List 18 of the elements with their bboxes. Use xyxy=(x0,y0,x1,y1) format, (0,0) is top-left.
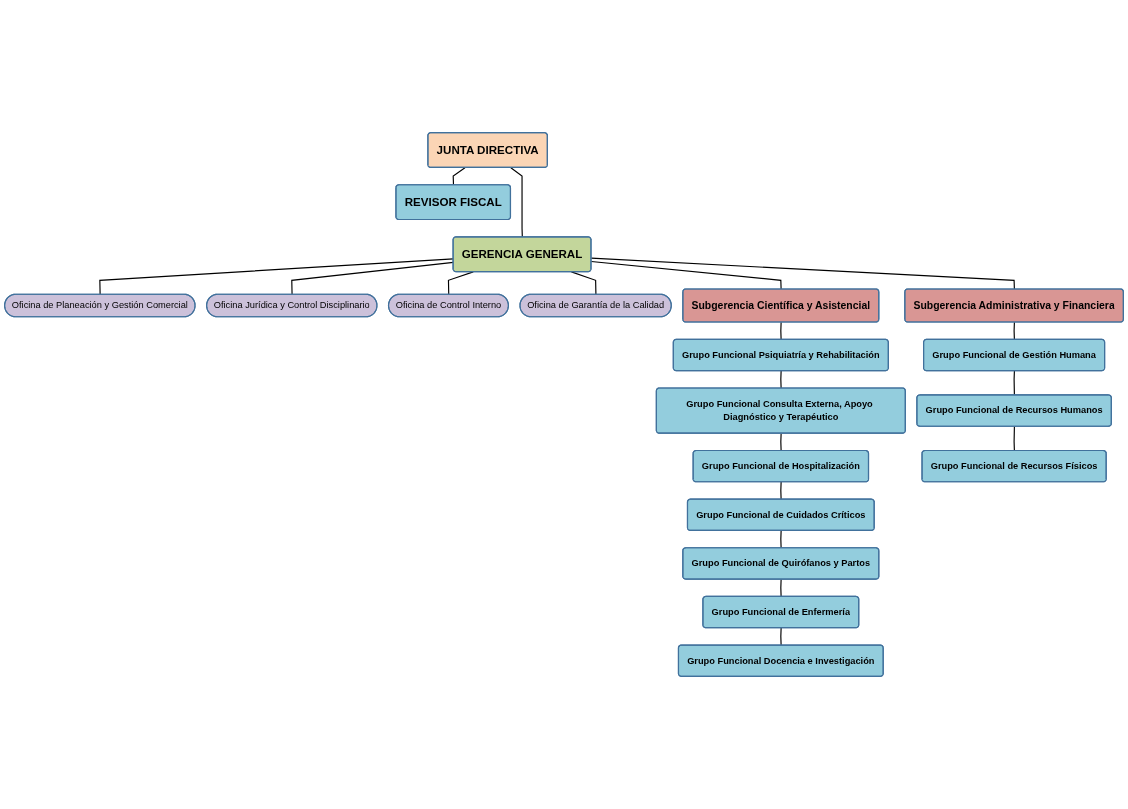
connector xyxy=(291,261,454,296)
connector xyxy=(780,321,782,341)
connector xyxy=(1013,321,1015,341)
connector xyxy=(780,370,782,389)
connector xyxy=(780,432,782,452)
connector xyxy=(447,271,474,296)
connector xyxy=(780,627,782,646)
connector xyxy=(452,167,466,186)
connector xyxy=(780,530,782,549)
connector xyxy=(1013,425,1015,452)
connector xyxy=(590,260,782,290)
connector xyxy=(1013,370,1015,396)
connector xyxy=(590,257,1015,290)
connector xyxy=(780,481,782,501)
connector xyxy=(510,167,523,238)
connector xyxy=(780,578,782,598)
connector xyxy=(99,258,454,296)
connector xyxy=(570,271,597,296)
